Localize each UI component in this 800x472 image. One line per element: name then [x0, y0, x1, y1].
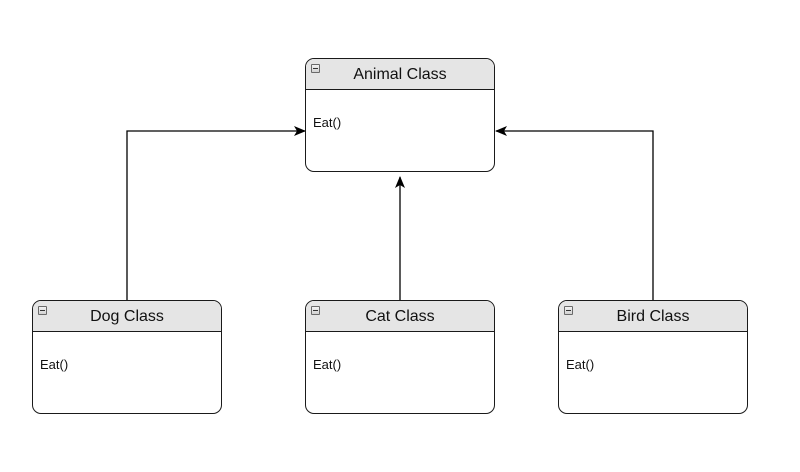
- dog-class-method: Eat(): [40, 357, 69, 372]
- collapse-icon[interactable]: [311, 306, 320, 315]
- collapse-icon[interactable]: [311, 64, 320, 73]
- edge-bird-to-animal[interactable]: [495, 126, 654, 300]
- cat-class-header[interactable]: Cat Class: [306, 301, 494, 332]
- cat-class-box[interactable]: Cat Class Eat(): [305, 300, 495, 414]
- animal-class-title: Animal Class: [353, 66, 447, 83]
- collapse-icon[interactable]: [38, 306, 47, 315]
- cat-class-title: Cat Class: [365, 308, 435, 325]
- cat-class-method: Eat(): [313, 357, 342, 372]
- bird-class-title: Bird Class: [616, 308, 690, 325]
- dog-class-box[interactable]: Dog Class Eat(): [32, 300, 222, 414]
- bird-class-box[interactable]: Bird Class Eat(): [558, 300, 748, 414]
- animal-class-box[interactable]: Animal Class Eat(): [305, 58, 495, 172]
- animal-class-header[interactable]: Animal Class: [306, 59, 494, 90]
- collapse-icon[interactable]: [564, 306, 573, 315]
- animal-class-method: Eat(): [313, 115, 342, 130]
- bird-class-method: Eat(): [566, 357, 595, 372]
- dog-class-header[interactable]: Dog Class: [33, 301, 221, 332]
- edge-dog-to-animal[interactable]: [126, 126, 306, 300]
- bird-class-header[interactable]: Bird Class: [559, 301, 747, 332]
- dog-class-title: Dog Class: [90, 308, 164, 325]
